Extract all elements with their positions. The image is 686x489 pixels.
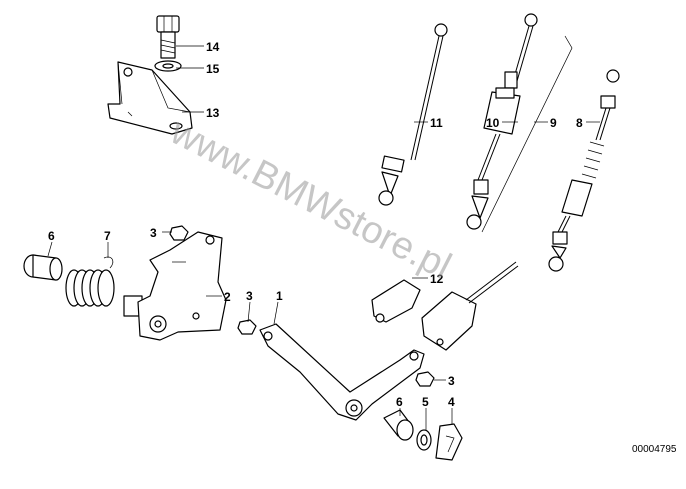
lever-1 [259, 323, 425, 421]
callout-9: 9 [550, 116, 557, 130]
spring-7 [65, 256, 115, 307]
callout-4: 4 [448, 395, 455, 409]
bushing-6-right [383, 409, 414, 441]
nut-3-mid [237, 319, 257, 335]
nut-3-top [169, 225, 189, 241]
callout-15: 15 [206, 62, 220, 76]
linkage-12 [371, 261, 519, 351]
bolt-14 [156, 15, 180, 59]
callout-10: 10 [486, 116, 500, 130]
leader-lines [47, 45, 600, 430]
bracket-13 [107, 61, 193, 135]
callout-13: 13 [206, 106, 220, 120]
callout-14: 14 [206, 40, 220, 54]
callout-8: 8 [576, 116, 583, 130]
callout-3-right: 3 [448, 374, 455, 388]
clip-4 [435, 423, 463, 461]
washer-15 [154, 60, 182, 72]
callout-6-left: 6 [48, 229, 55, 243]
callout-6-right: 6 [396, 395, 403, 409]
callout-5: 5 [422, 395, 429, 409]
callout-3-mid: 3 [246, 289, 253, 303]
callout-12: 12 [430, 272, 444, 286]
rod-10 [466, 13, 538, 230]
diagram-ref: 00004795 [632, 444, 677, 455]
rod-11 [378, 23, 448, 206]
bracket-2 [137, 231, 227, 341]
group-bracket-9 [481, 35, 573, 233]
callout-3-top: 3 [150, 226, 157, 240]
bushing-6-left [23, 254, 63, 281]
rod-8 [548, 69, 620, 272]
callout-11: 11 [430, 116, 443, 130]
callout-1: 1 [276, 289, 283, 303]
washer-5 [416, 429, 432, 451]
callout-7: 7 [104, 229, 111, 243]
callout-2: 2 [224, 290, 231, 304]
